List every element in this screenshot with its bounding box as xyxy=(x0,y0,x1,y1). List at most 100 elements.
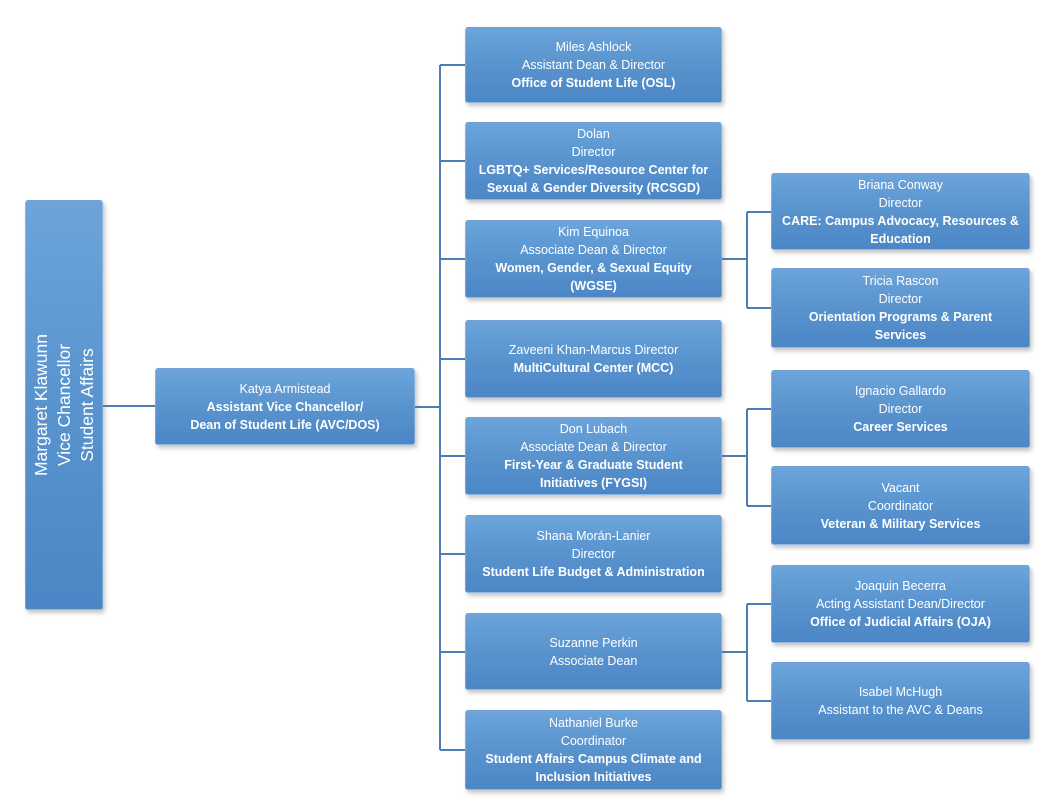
node-text-line: Joaquin Becerra xyxy=(854,579,947,593)
node-text-line: Zaveeni Khan-Marcus Director xyxy=(508,343,679,357)
connector-line xyxy=(439,65,441,750)
node-text-line: Vacant xyxy=(881,480,920,495)
node-text-line: Ignacio Gallardo xyxy=(854,384,947,398)
node-text-line: Dean of Student Life (AVC/DOS) xyxy=(190,417,380,432)
node-text-line: Director xyxy=(878,195,923,210)
connector-line xyxy=(440,455,465,457)
node-text-line: MultiCultural Center (MCC) xyxy=(513,361,674,375)
connector-line xyxy=(440,553,465,555)
node-text-line: Assistant Dean & Director xyxy=(521,58,666,72)
node-text-line: Women, Gender, & Sexual Equity xyxy=(495,261,692,275)
node-text-line: Associate Dean xyxy=(549,653,638,668)
connector-line xyxy=(440,258,465,260)
connector-line xyxy=(415,406,440,408)
connector-line xyxy=(747,307,771,309)
node-text-line: Coordinator xyxy=(867,498,934,513)
connector-line xyxy=(747,408,771,410)
node-text-line: Director xyxy=(571,547,616,561)
node-text-line: Assistant to the AVC & Deans xyxy=(818,703,983,717)
node-text-line: Briana Conway xyxy=(858,177,943,192)
connector-line xyxy=(440,749,465,751)
node-text-line: Miles Ashlock xyxy=(555,40,632,54)
node-text-line: Student Affairs Campus Climate and xyxy=(485,752,702,766)
node-text-line: Services xyxy=(874,328,927,342)
node-text-line: Kim Equinoa xyxy=(558,225,629,239)
node-text-line: Shana Morán-Lanier xyxy=(536,529,651,543)
node-text-line: Office of Judicial Affairs (OJA) xyxy=(810,615,991,629)
connector-line xyxy=(103,405,155,407)
connector-line xyxy=(440,64,465,66)
connector-line xyxy=(747,700,771,702)
connector-line xyxy=(746,409,748,506)
node-text-line: Nathaniel Burke xyxy=(549,716,638,730)
connector-line xyxy=(747,603,771,605)
connector-line xyxy=(722,258,747,260)
connector-line xyxy=(746,604,748,701)
node-text-line: Isabel McHugh xyxy=(858,685,943,699)
node-text-line: Director xyxy=(571,145,616,159)
node-text-line: Acting Assistant Dean/Director xyxy=(816,597,985,611)
node-text-line: Education xyxy=(870,231,931,246)
node-text-line: Initiatives (FYGSI) xyxy=(540,476,647,490)
connector-line xyxy=(747,211,771,213)
node-text-line: Suzanne Perkin xyxy=(549,635,638,650)
node-text-line: Tricia Rascon xyxy=(862,274,939,288)
connector-line xyxy=(722,455,747,457)
node-text-line: Director xyxy=(878,292,923,306)
node-text-line: Associate Dean & Director xyxy=(520,440,667,454)
connector-line xyxy=(440,160,465,162)
node-text-line: (WGSE) xyxy=(570,279,617,293)
connector-line xyxy=(440,651,465,653)
connector-line xyxy=(440,358,465,360)
node-text-line: Assistant Vice Chancellor/ xyxy=(206,399,364,414)
node-text-line: First-Year & Graduate Student xyxy=(504,458,683,472)
connector-line xyxy=(747,505,771,507)
connector-line xyxy=(746,212,748,308)
node-text-line: Director xyxy=(878,402,923,416)
node-text-line: Vice Chancellor xyxy=(53,343,74,467)
node-text-line: Veteran & Military Services xyxy=(820,516,981,531)
node-text-line: Inclusion Initiatives xyxy=(535,770,652,784)
node-text-line: Margaret Klawunn xyxy=(30,333,51,477)
node-text-line: Sexual & Gender Diversity (RCSGD) xyxy=(486,181,701,195)
connector-line xyxy=(722,651,747,653)
node-text-line: LGBTQ+ Services/Resource Center for xyxy=(478,163,709,177)
node-text-line: Office of Student Life (OSL) xyxy=(511,76,676,90)
node-text-line: Coordinator xyxy=(560,734,627,748)
node-text-line: Associate Dean & Director xyxy=(520,243,667,257)
node-text-line: Dolan xyxy=(577,127,610,141)
node-text-line: Student Life Budget & Administration xyxy=(482,565,705,579)
node-text-line: Orientation Programs & Parent xyxy=(808,310,993,324)
